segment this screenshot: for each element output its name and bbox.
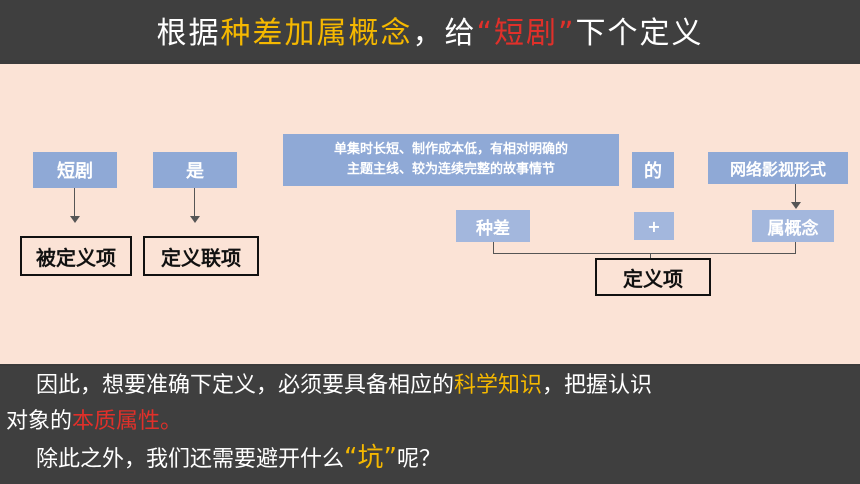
differentia-line-1: 单集时长短、制作成本低，有相对明确的 bbox=[333, 142, 568, 157]
title-suffix: 下个定义 bbox=[575, 16, 704, 51]
bracket-bottom bbox=[493, 253, 796, 254]
title-term: “短剧” bbox=[476, 16, 576, 51]
differentia-label-box: 种差 bbox=[456, 210, 530, 242]
title-prefix: 根据 bbox=[156, 16, 221, 51]
arrow-head-term bbox=[70, 216, 80, 223]
definiens-box: 定义项 bbox=[595, 258, 711, 296]
plus-box: + bbox=[634, 212, 674, 240]
term-box: 短剧 bbox=[33, 152, 117, 188]
title-middle: ，给 bbox=[412, 16, 477, 51]
arrow-line-is bbox=[194, 188, 195, 218]
arrow-head-genus bbox=[791, 202, 801, 209]
line3-highlight: “坑” bbox=[344, 443, 397, 473]
arrow-head-is bbox=[190, 216, 200, 223]
conclusion-line-2: 对象的本质属性。 bbox=[0, 404, 860, 440]
connective-box: 定义联项 bbox=[143, 236, 259, 276]
line2-highlight: 本质属性 bbox=[72, 409, 161, 434]
differentia-text-box: 单集时长短、制作成本低，有相对明确的 主题主线、较为连续完整的故事情节 bbox=[283, 134, 619, 186]
line1-highlight: 科学知识 bbox=[454, 373, 543, 398]
conclusion-text: 因此，想要准确下定义，必须要具备相应的科学知识，把握认识 对象的本质属性。 除此… bbox=[0, 366, 860, 484]
line1-text-b: ，把握认识 bbox=[542, 373, 653, 398]
title-highlight: 种差加属概念 bbox=[220, 16, 413, 51]
bracket-right bbox=[795, 242, 796, 254]
line3-text-a: 除此之外，我们还需要避开什么 bbox=[36, 447, 345, 472]
is-box: 是 bbox=[153, 152, 237, 188]
line2-text-a: 对象的 bbox=[6, 409, 73, 434]
genus-label-box: 属概念 bbox=[752, 210, 834, 242]
genus-text-box: 网络影视形式 bbox=[708, 152, 848, 184]
slide-title: 根据 种差加属概念 ，给 “短剧” 下个定义 bbox=[0, 0, 860, 60]
line3-text-b: 呢？ bbox=[396, 447, 441, 472]
line2-text-b: 。 bbox=[160, 409, 183, 434]
de-box: 的 bbox=[632, 152, 674, 188]
differentia-line-2: 主题主线、较为连续完整的故事情节 bbox=[346, 162, 555, 177]
arrow-line-genus bbox=[795, 184, 796, 204]
bracket-left bbox=[493, 242, 494, 254]
bracket-center bbox=[650, 253, 651, 261]
diagram-panel: 短剧 被定义项 是 定义联项 单集时长短、制作成本低，有相对明确的 主题主线、较… bbox=[0, 64, 860, 364]
definiendum-box: 被定义项 bbox=[20, 236, 132, 276]
arrow-line-term bbox=[74, 188, 75, 218]
conclusion-line-1: 因此，想要准确下定义，必须要具备相应的科学知识，把握认识 bbox=[0, 366, 860, 404]
conclusion-line-3: 除此之外，我们还需要避开什么“坑”呢？ bbox=[0, 440, 860, 478]
line1-text-a: 因此，想要准确下定义，必须要具备相应的 bbox=[36, 373, 455, 398]
